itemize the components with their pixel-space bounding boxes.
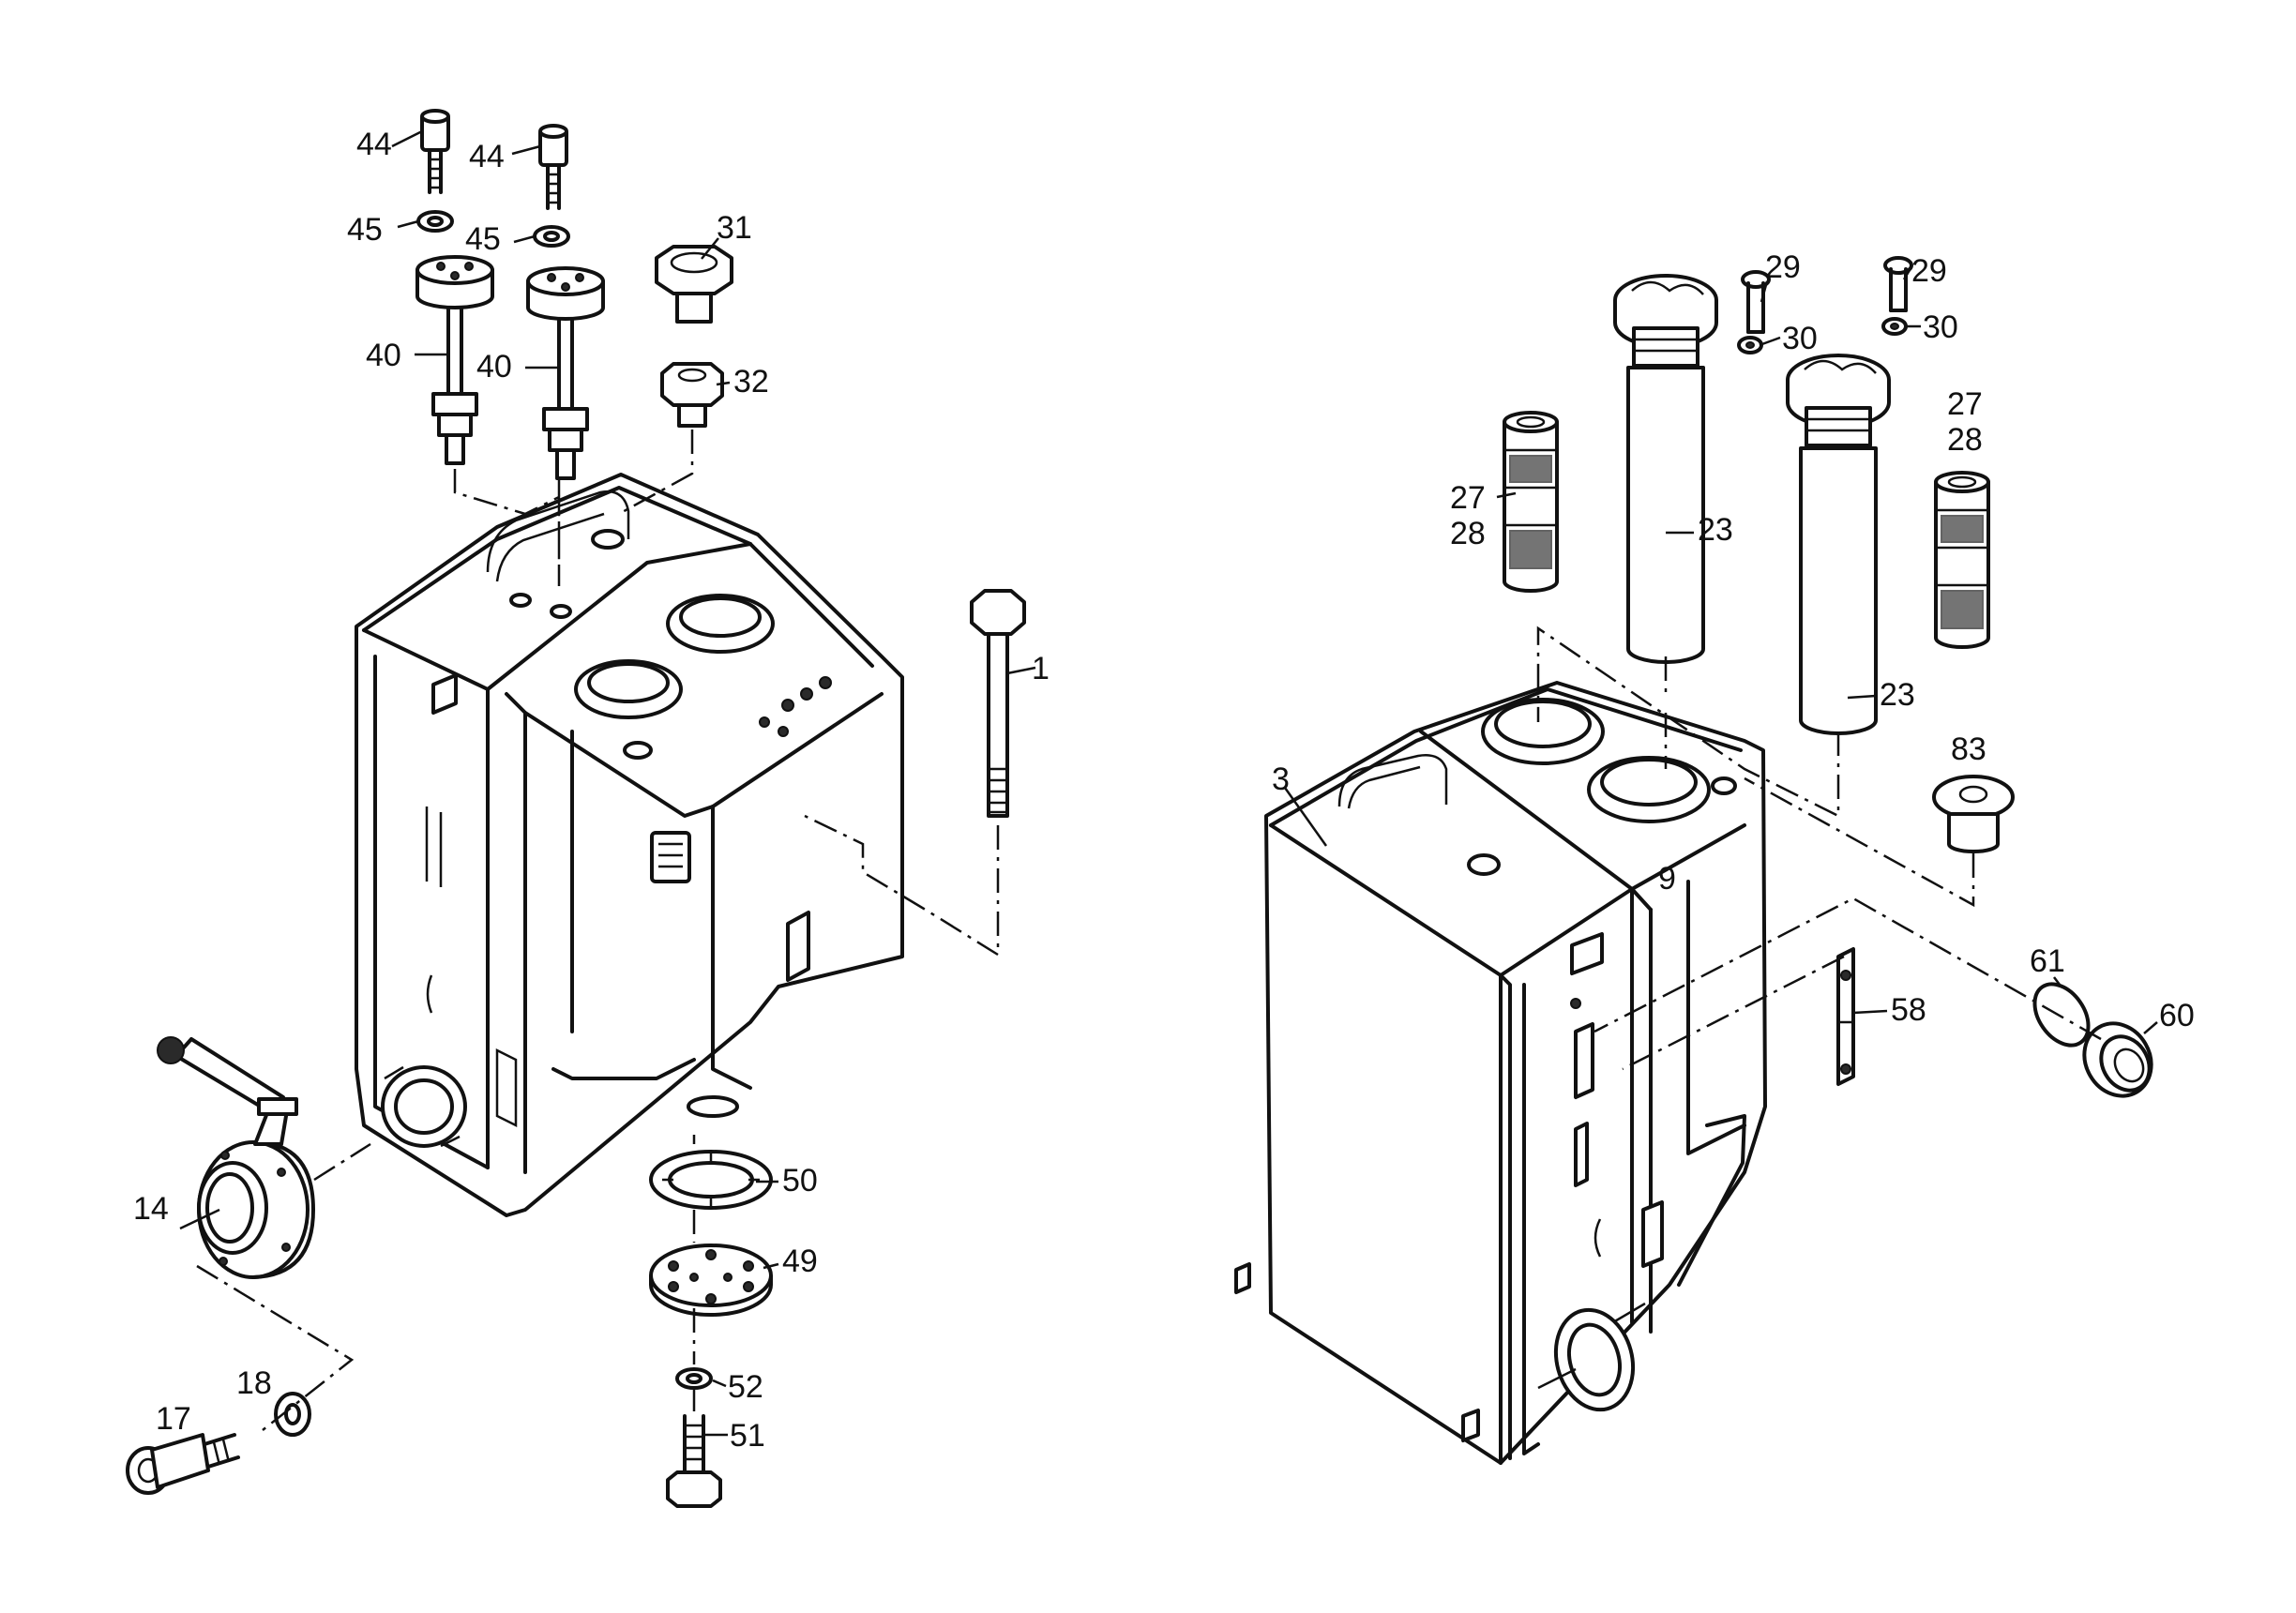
plunger-40-left <box>415 255 494 465</box>
axis-flange-to-screw <box>196 1264 355 1431</box>
callout-28: 28 <box>1947 422 1983 458</box>
filler-tube-23-left <box>1613 274 1718 664</box>
callout-61: 61 <box>2030 943 2065 979</box>
gasket-50 <box>649 1150 773 1210</box>
washer-30-right <box>1881 317 1908 336</box>
callout-58: 58 <box>1891 992 1926 1028</box>
filler-tube-23-right <box>1786 354 1891 735</box>
filter-27-28-left <box>1503 411 1559 593</box>
axis-filler-tubes <box>1536 626 1840 819</box>
screw-17 <box>126 1433 240 1495</box>
callout-50: 50 <box>782 1163 818 1198</box>
callout-numbers: 44 44 45 45 31 40 40 32 1 14 50 49 18 17… <box>133 127 2195 1454</box>
callout-52: 52 <box>728 1369 763 1405</box>
callout-83: 83 <box>1951 731 1986 767</box>
plug-83 <box>1932 775 2015 853</box>
o-ring-61 <box>2032 982 2091 1048</box>
callout-40: 40 <box>366 338 401 373</box>
axis-flange-14 <box>313 1142 371 1182</box>
callout-18: 18 <box>236 1365 272 1401</box>
callout-44: 44 <box>469 139 505 174</box>
pin-29-right <box>1883 256 1913 312</box>
axis-bolt-1 <box>804 814 1000 957</box>
callout-29: 29 <box>1911 253 1947 289</box>
callout-30: 30 <box>1782 321 1818 356</box>
callout-31: 31 <box>717 210 752 246</box>
transmission-housing-left <box>355 473 904 1217</box>
callout-29: 29 <box>1765 249 1801 285</box>
washer-45-right <box>533 225 570 248</box>
washer-52 <box>675 1367 713 1390</box>
callout-32: 32 <box>733 364 769 399</box>
callout-17: 17 <box>156 1401 191 1437</box>
callout-51: 51 <box>730 1418 765 1454</box>
callout-9: 9 <box>1658 861 1676 897</box>
leader-lines <box>179 129 2158 1437</box>
callout-14: 14 <box>133 1191 169 1227</box>
axis-bracket-58 <box>1622 955 1845 1071</box>
callout-1: 1 <box>1032 651 1050 686</box>
axis-sight-glass <box>1594 897 2102 1041</box>
callout-23: 23 <box>1880 677 1915 713</box>
plunger-40-right <box>526 266 605 480</box>
fitting-32 <box>660 362 724 428</box>
callout-28: 28 <box>1450 516 1486 551</box>
washer-30-left <box>1737 336 1763 354</box>
bolt-44-right <box>538 124 568 210</box>
filter-27-28-right <box>1934 471 1990 649</box>
axis-plug-83 <box>1744 776 1975 908</box>
washer-45-left <box>416 210 454 233</box>
bolt-51 <box>666 1414 722 1508</box>
callout-45: 45 <box>465 221 501 257</box>
callout-3: 3 <box>1272 761 1290 797</box>
transmission-housing-right <box>1234 681 1767 1465</box>
hex-bolt-1 <box>970 589 1026 818</box>
cover-plate-49 <box>649 1244 773 1317</box>
callout-44: 44 <box>356 127 392 162</box>
cap-nut-31 <box>655 245 733 324</box>
callout-40: 40 <box>476 349 512 384</box>
callout-23: 23 <box>1698 512 1733 548</box>
callout-27: 27 <box>1947 386 1983 422</box>
callout-30: 30 <box>1923 309 1958 345</box>
callout-45: 45 <box>347 212 383 248</box>
callout-27: 27 <box>1450 480 1486 516</box>
washer-18 <box>274 1392 311 1437</box>
axis-plungers-to-housing <box>453 430 694 586</box>
sight-glass-60 <box>2082 1021 2153 1098</box>
bolt-44-left <box>420 109 450 194</box>
valve-flange-14 <box>157 1036 315 1279</box>
callout-60: 60 <box>2159 998 2195 1033</box>
callout-49: 49 <box>782 1244 818 1279</box>
bracket-58 <box>1836 947 1855 1086</box>
